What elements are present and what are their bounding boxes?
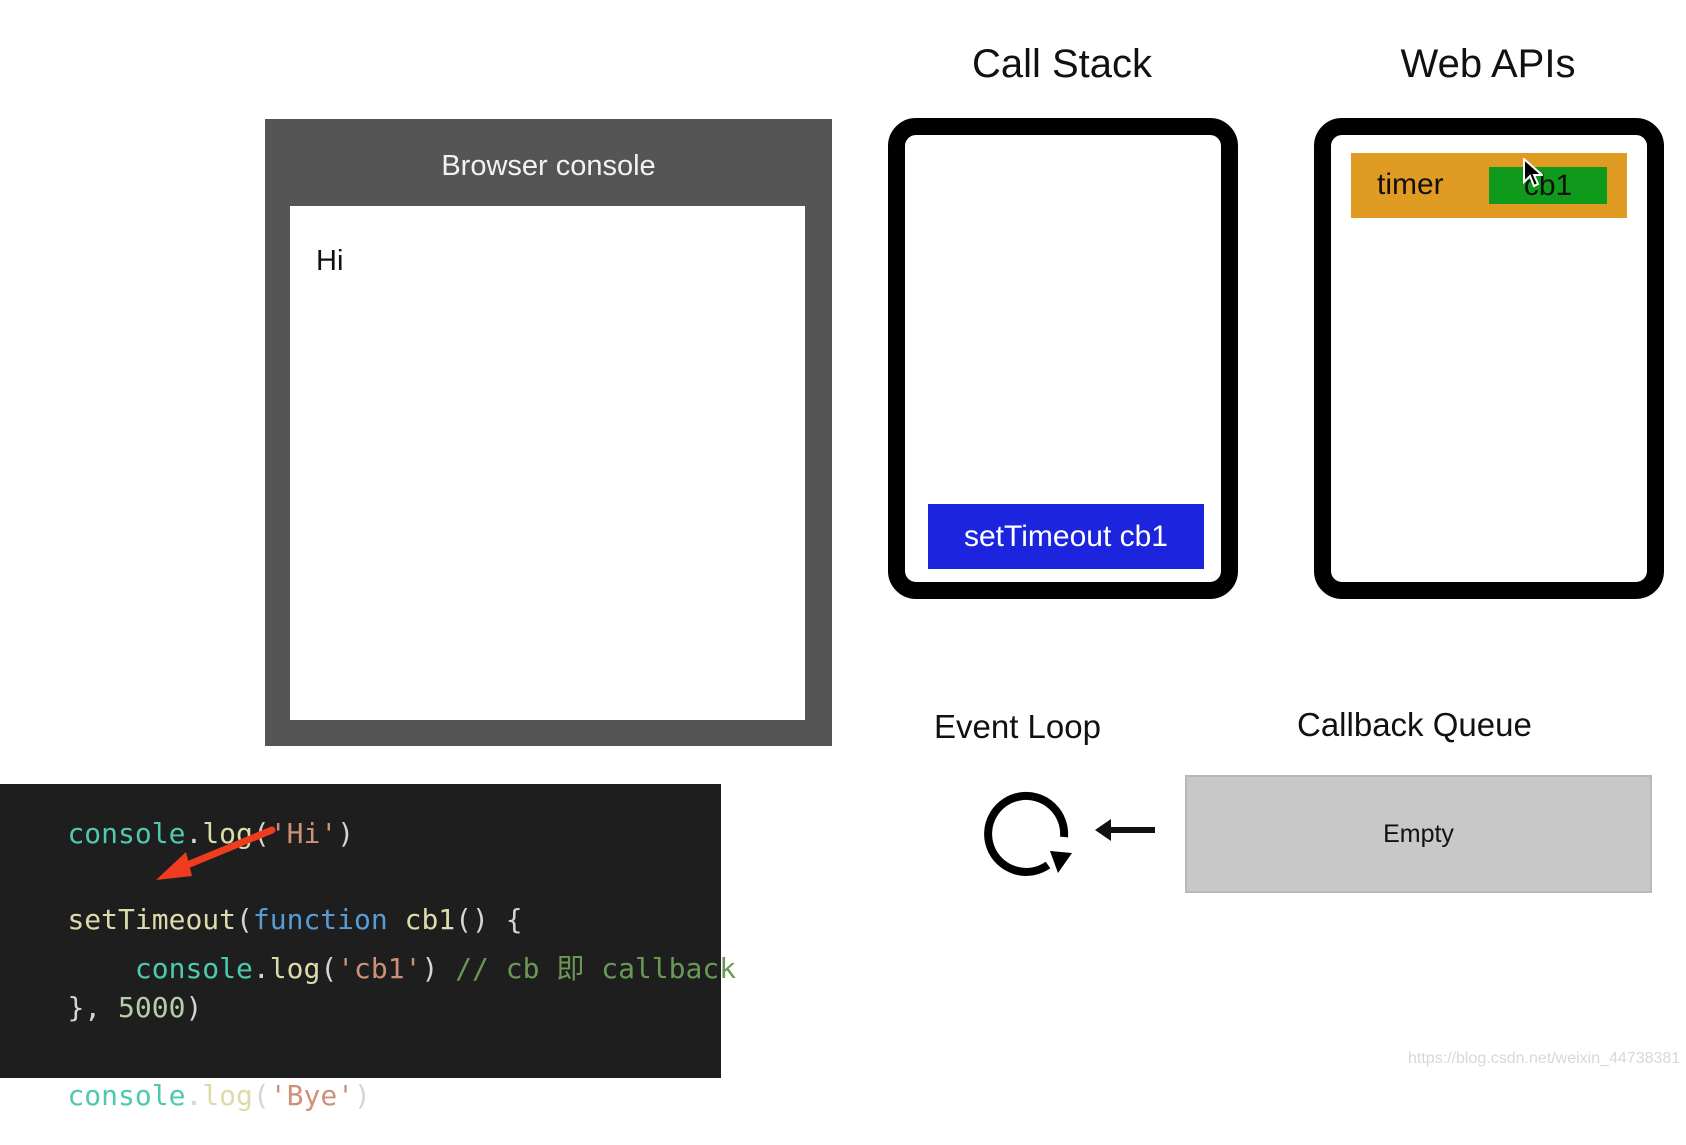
loop-icon — [984, 791, 1072, 876]
browser-console-output — [290, 206, 805, 720]
callback-queue-box: Empty — [1185, 775, 1652, 893]
code-editor-panel: console.log('Hi') setTimeout(function cb… — [0, 784, 736, 1112]
browser-console-title: Browser console — [441, 150, 656, 182]
call-stack-frame: setTimeout cb1 — [928, 504, 1204, 569]
red-arrow-icon — [156, 826, 276, 880]
code-line-1: console.log('Hi') — [67, 817, 355, 850]
arrow-left-icon — [1095, 819, 1155, 841]
console-output-line: Hi — [316, 245, 344, 277]
event-loop-title: Event Loop — [934, 708, 1101, 745]
code-line-2: setTimeout(function cb1() { — [67, 903, 523, 936]
timer-callback: cb1 — [1489, 167, 1607, 204]
code-line-5: console.log('Bye') — [67, 1079, 371, 1112]
mouse-cursor-icon — [1523, 158, 1543, 188]
code-line-4: }, 5000) — [67, 991, 203, 1024]
code-line-3: console.log('cb1') // cb 即 callback — [134, 952, 737, 985]
callback-queue-title: Callback Queue — [1297, 706, 1532, 743]
timer-label: timer — [1377, 168, 1444, 201]
call-stack-title: Call Stack — [971, 42, 1153, 86]
web-apis-title: Web APIs — [1400, 42, 1576, 86]
watermark: https://blog.csdn.net/weixin_44738381 — [1408, 1050, 1681, 1067]
